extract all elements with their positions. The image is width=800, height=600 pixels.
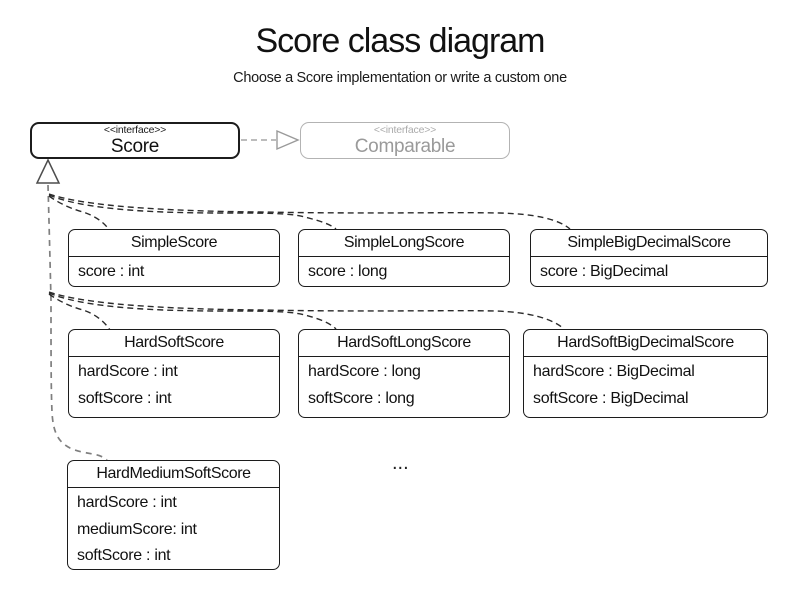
class-attribute: hardScore : int [77, 494, 177, 511]
realization-arrowhead-icon [276, 129, 300, 151]
edge-simplebigdecimalscore [48, 193, 571, 230]
interface-name: Score [110, 135, 160, 157]
class-attributes: score : long [299, 257, 509, 286]
class-attribute: score : BigDecimal [540, 263, 668, 280]
interface-name: Comparable [354, 135, 456, 157]
interface-stereotype: <<interface>> [103, 123, 167, 136]
class-attribute: softScore : BigDecimal [533, 389, 689, 407]
edge-simplelongscore [48, 194, 337, 230]
class-name: SimpleScore [69, 230, 279, 257]
interface-stereotype: <<interface>> [373, 123, 437, 136]
class-box-simplelongscore: SimpleLongScore score : long [298, 229, 510, 287]
class-box-hardmediumsoftscore: HardMediumSoftScore hardScore : int medi… [67, 460, 280, 570]
page-subtitle: Choose a Score implementation or write a… [233, 70, 567, 86]
class-attributes: score : BigDecimal [531, 257, 767, 286]
class-attribute: softScore : int [77, 547, 171, 564]
class-name: HardSoftBigDecimalScore [524, 330, 767, 357]
class-attributes: hardScore : int softScore : int [69, 357, 279, 412]
class-box-simplebigdecimalscore: SimpleBigDecimalScore score : BigDecimal [530, 229, 768, 287]
class-attribute: score : int [78, 263, 145, 280]
more-implementations-ellipsis: ... [392, 452, 409, 474]
edge-hardsoftlongscore [48, 292, 337, 330]
class-name: SimpleBigDecimalScore [531, 230, 767, 257]
edge-simplescore [48, 195, 111, 232]
class-name: SimpleLongScore [299, 230, 509, 257]
class-name: HardSoftLongScore [299, 330, 509, 357]
class-attribute: hardScore : long [308, 363, 421, 380]
interface-comparable-box: <<interface>> Comparable [300, 122, 510, 159]
class-attribute: mediumScore: int [77, 520, 197, 538]
class-attribute: softScore : int [78, 389, 172, 407]
class-name: HardSoftScore [69, 330, 279, 357]
class-box-hardsoftbigdecimalscore: HardSoftBigDecimalScore hardScore : BigD… [523, 329, 768, 418]
class-attributes: hardScore : BigDecimal softScore : BigDe… [524, 357, 767, 412]
class-attributes: score : int [69, 257, 279, 286]
class-box-simplescore: SimpleScore score : int [68, 229, 280, 287]
edge-trunk-hardmediumsoftscore [47, 184, 108, 461]
generalization-arrowhead-icon [35, 158, 61, 184]
class-attributes: hardScore : int mediumScore: int softSco… [68, 488, 279, 570]
class-box-hardsoftscore: HardSoftScore hardScore : int softScore … [68, 329, 280, 418]
class-attribute: score : long [308, 263, 388, 280]
class-attributes: hardScore : long softScore : long [299, 357, 509, 412]
edge-hardsoftscore [48, 293, 111, 331]
class-attribute: hardScore : BigDecimal [533, 363, 695, 380]
class-name: HardMediumSoftScore [68, 461, 279, 488]
interface-score-box: <<interface>> Score [30, 122, 240, 159]
edge-hardsoftbigdecimalscore [48, 291, 565, 330]
class-attribute: hardScore : int [78, 363, 178, 380]
page-title: Score class diagram [255, 22, 545, 60]
class-attribute: softScore : long [308, 389, 415, 407]
class-box-hardsoftlongscore: HardSoftLongScore hardScore : long softS… [298, 329, 510, 418]
